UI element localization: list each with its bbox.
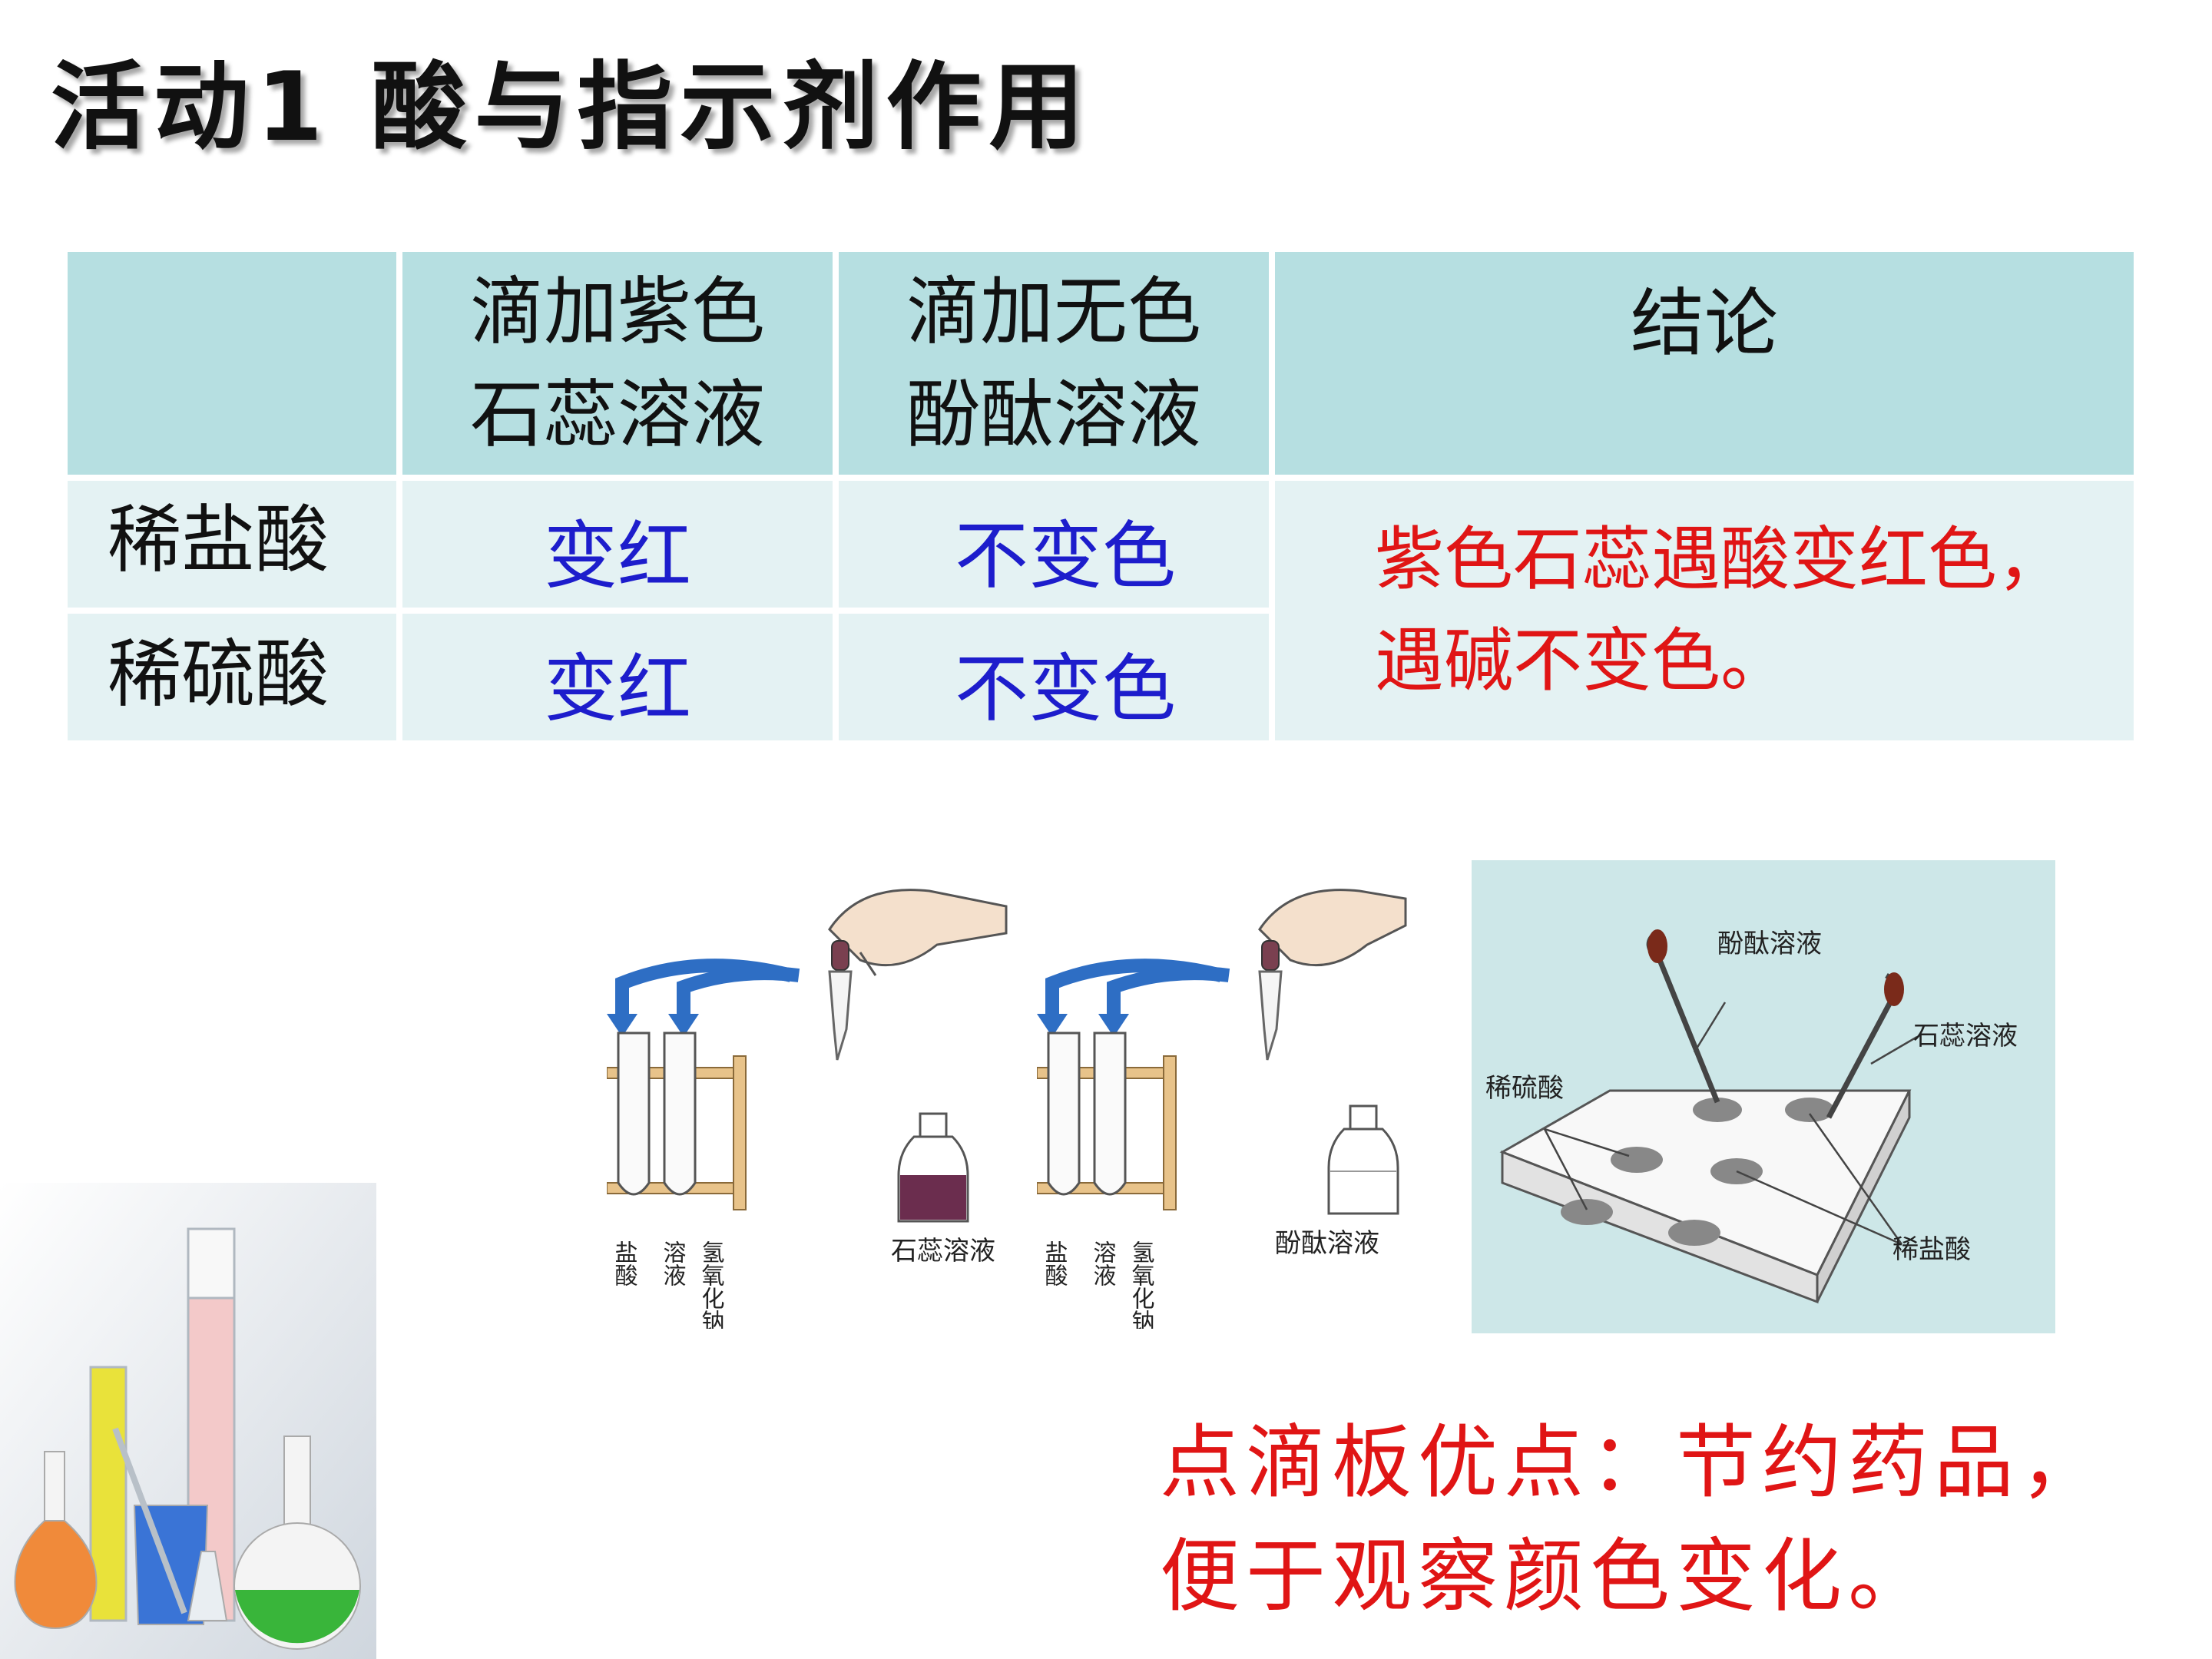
- spot-plate-icon: [1499, 1089, 1912, 1304]
- table-header-litmus: 滴加紫色 石蕊溶液: [402, 252, 833, 475]
- cell-h2so4-phenol: 不变色: [839, 614, 1269, 740]
- bottle-label: 石蕊溶液: [891, 1236, 995, 1267]
- test-tube-rack-icon: [607, 1031, 747, 1210]
- tube-label-1: 盐酸: [611, 1240, 637, 1286]
- cell-hcl-litmus: 变红: [402, 481, 833, 608]
- arrow-icon: [607, 959, 800, 1037]
- table-header-empty: [68, 252, 396, 475]
- small-flask-icon: [187, 1551, 228, 1621]
- table-header-conclusion: 结论: [1275, 252, 2134, 475]
- label-hydrochloric: 稀盐酸: [1892, 1234, 1971, 1265]
- table-header-phenol: 滴加无色 酚酞溶液: [839, 252, 1269, 475]
- page-title: 活动1 酸与指示剂作用: [51, 52, 1092, 163]
- orange-flask-icon: [14, 1451, 98, 1630]
- hand-icon: [1258, 889, 1407, 967]
- hand-icon: [828, 889, 1008, 976]
- result-table: 滴加紫色 石蕊溶液 滴加无色 酚酞溶液 结论 稀盐酸 变红 不变色 稀硫酸 变红…: [68, 252, 2134, 740]
- litmus-bottle-icon: [897, 1112, 969, 1223]
- dropper-icon: [828, 940, 853, 1061]
- tube-label-2: 溶液: [1089, 1240, 1116, 1286]
- spot-plate-note: 点滴板优点：节约药品， 便于观察颜色变化。: [1160, 1416, 2107, 1623]
- cell-conclusion: 紫色石蕊遇酸变红色，遇碱不变色。: [1275, 481, 2134, 740]
- cell-hcl-phenol: 不变色: [839, 481, 1269, 608]
- pointer-lines: [1543, 1002, 1918, 1246]
- glass-rod-icon: [112, 1427, 187, 1614]
- lab-glassware-image: [0, 1183, 376, 1659]
- label-litmus: 石蕊溶液: [1913, 1021, 2018, 1051]
- row-label-h2so4: 稀硫酸: [68, 614, 396, 740]
- litmus-test-figure: 盐酸 溶液 氢氧化钠 石蕊溶液: [607, 860, 1037, 1329]
- tube-label-3: 氢氧化钠: [697, 1240, 725, 1329]
- arrow-icon: [1037, 959, 1230, 1037]
- dropper-icon: [1646, 929, 1904, 1119]
- tube-label-1: 盐酸: [1041, 1240, 1068, 1286]
- dropper-icon: [1258, 940, 1283, 1061]
- tube-label-3: 氢氧化钠: [1128, 1240, 1155, 1329]
- phenolphthalein-test-figure: 盐酸 溶液 氢氧化钠 酚酞溶液: [1037, 860, 1467, 1329]
- spot-plate-figure: 酚酞溶液 石蕊溶液 稀硫酸 稀盐酸: [1485, 929, 2018, 1304]
- phenolphthalein-bottle-icon: [1327, 1104, 1399, 1215]
- label-sulfuric: 稀硫酸: [1485, 1073, 1564, 1104]
- tube-label-2: 溶液: [659, 1240, 686, 1286]
- row-label-hcl: 稀盐酸: [68, 481, 396, 608]
- test-tube-rack-icon: [1037, 1031, 1177, 1210]
- green-flask-icon: [233, 1435, 361, 1650]
- cell-h2so4-litmus: 变红: [402, 614, 833, 740]
- bottle-label: 酚酞溶液: [1275, 1228, 1379, 1259]
- label-phenol: 酚酞溶液: [1717, 929, 1822, 959]
